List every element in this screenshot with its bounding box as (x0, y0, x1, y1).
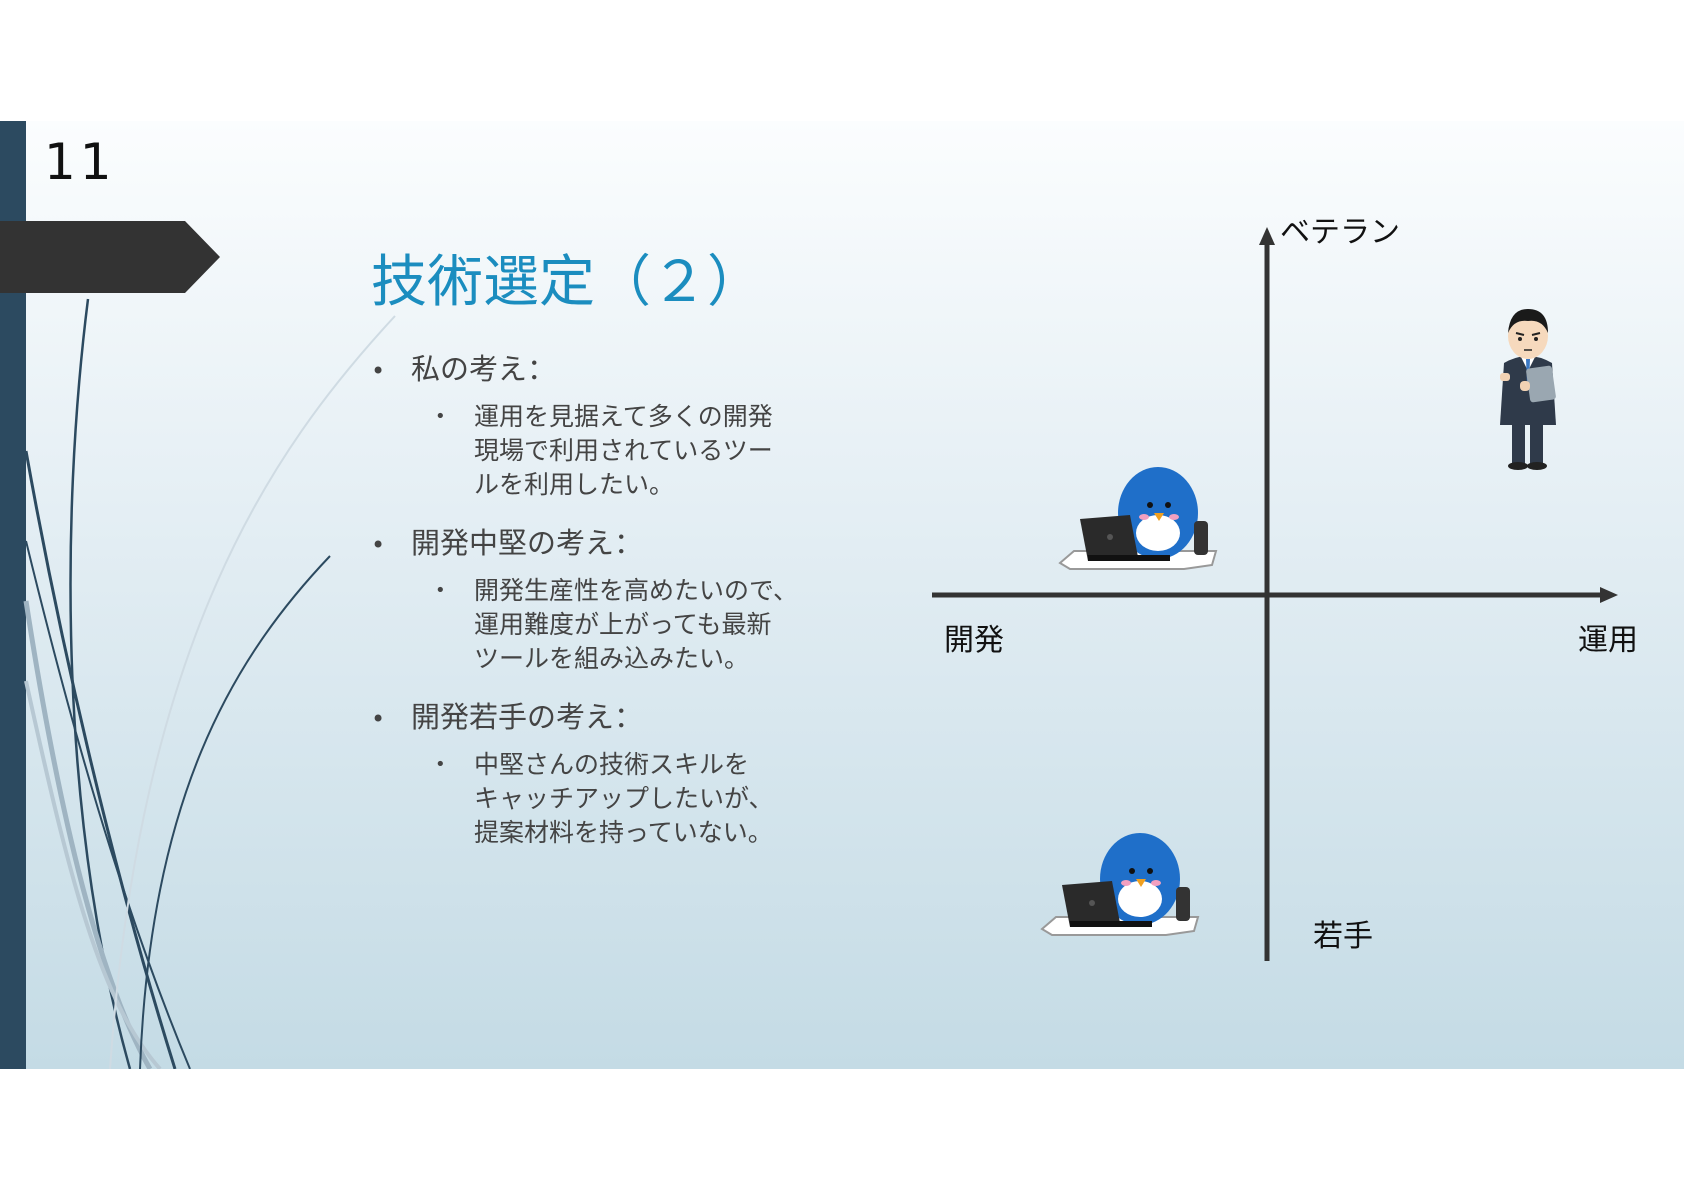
sub-bullet-line: ツールを組み込みたい。 (474, 644, 750, 673)
bullet-item: • 開発中堅の考え： (371, 520, 643, 562)
bullet-label: 開発中堅の考え： (411, 526, 644, 560)
title-arrow-tab (0, 221, 220, 293)
axis-label-right: 運用 (1578, 623, 1638, 658)
slide-number: 11 (44, 133, 116, 191)
sub-bullet-line: 開発生産性を高めたいので、 (474, 576, 799, 605)
bullet-dot: • (435, 580, 446, 601)
bullet-item: • 開発若手の考え： (371, 694, 643, 736)
sub-bullet-line: 現場で利用されているツー (474, 436, 773, 465)
bullet-dot: • (371, 357, 386, 385)
penguin-laptop-icon (1040, 833, 1200, 936)
penguin-laptop-icon (1058, 467, 1218, 570)
sub-bullet-text: 中堅さんの技術スキルを キャッチアップしたいが、 提案材料を持っていない。 (474, 748, 834, 850)
decorative-curves (23, 298, 396, 1069)
bullet-label: 開発若手の考え： (411, 700, 644, 734)
sub-bullet-line: 運用難度が上がっても最新 (474, 610, 772, 639)
axis-label-bottom: 若手 (1313, 919, 1373, 954)
sub-bullet-line: 提案材料を持っていない。 (474, 818, 773, 847)
axis-arrow-right-icon (1600, 587, 1618, 603)
sub-bullet-text: 開発生産性を高めたいので、 運用難度が上がっても最新 ツールを組み込みたい。 (474, 574, 834, 676)
quadrant-diagram (932, 227, 1618, 961)
axis-arrow-up-icon (1259, 227, 1275, 245)
slide: 11 技術選定（２） • 私の考え： • 運用を見据えて多くの開発 現場で利用され… (0, 121, 1684, 1069)
bullet-item: • 私の考え： (371, 346, 556, 388)
bullet-dot: • (371, 705, 386, 733)
bullet-label: 私の考え： (411, 352, 557, 386)
axis-label-top: ベテラン (1280, 215, 1400, 250)
axis-label-left: 開発 (944, 623, 1004, 658)
bullet-dot: • (435, 754, 446, 775)
sub-bullet-line: 運用を見据えて多くの開発 (474, 402, 773, 431)
sub-bullet-text: 運用を見据えて多くの開発 現場で利用されているツー ルを利用したい。 (474, 400, 834, 502)
slide-title: 技術選定（２） (371, 250, 763, 315)
businessman-icon (1500, 309, 1556, 470)
bullet-dot: • (435, 406, 446, 427)
sub-bullet-line: ルを利用したい。 (474, 470, 675, 499)
bullet-dot: • (371, 531, 386, 559)
sub-bullet-line: キャッチアップしたいが、 (474, 784, 774, 813)
sub-bullet-line: 中堅さんの技術スキルを (474, 750, 750, 779)
